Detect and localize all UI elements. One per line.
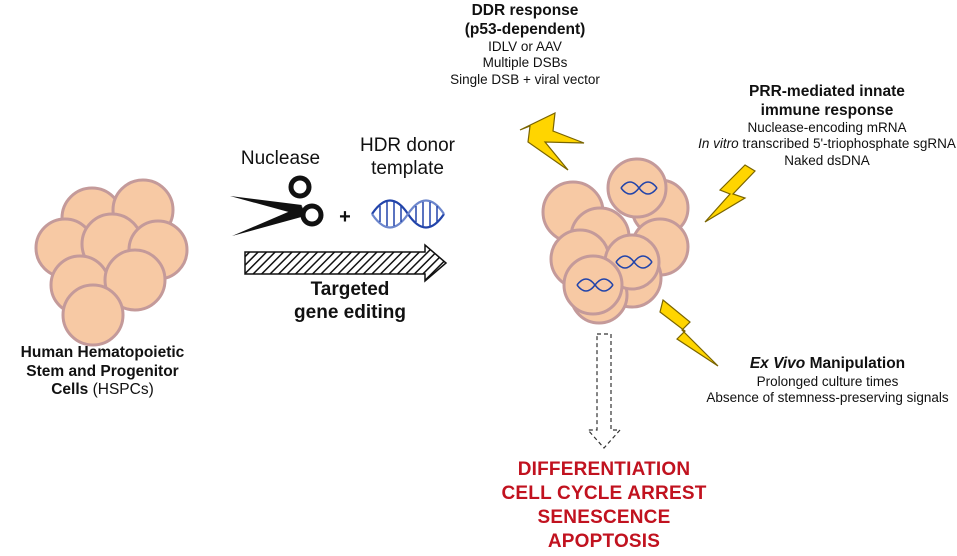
outcome-item: APOPTOSIS: [547, 531, 661, 553]
hspc-label: Human Hematopoietic Stem and Progenitor …: [20, 344, 185, 399]
dna-helix-icon: [371, 199, 445, 229]
exvivo-lightning-bolt-icon: [659, 298, 719, 367]
ddr-item: Multiple DSBs: [482, 55, 568, 71]
ddr-response-block: DDR response (p53-dependent) IDLV or AAV…: [425, 2, 625, 88]
exvivo-block: Ex Vivo Manipulation Prolonged culture t…: [700, 355, 955, 406]
prr-lightning-bolt-icon: [704, 164, 756, 223]
ddr-title: DDR response: [471, 2, 579, 19]
prr-item: In vitro transcribed 5'-triophosphate sg…: [698, 136, 956, 152]
prr-title: PRR-mediated innate: [749, 83, 905, 100]
targeted-editing-label: Targeted gene editing: [294, 279, 406, 323]
prr-subtitle: immune response: [760, 101, 894, 119]
prr-item: Nuclease-encoding mRNA: [747, 120, 907, 136]
ddr-subtitle: (p53-dependent): [464, 20, 586, 38]
edited-cell-cluster: [541, 157, 690, 325]
exvivo-item: Prolonged culture times: [756, 373, 899, 389]
targeted-editing-arrow: [244, 243, 448, 283]
ddr-lightning-bolt-icon: [519, 111, 585, 171]
outcome-dashed-arrow: [586, 333, 622, 449]
ddr-item: IDLV or AAV: [488, 39, 562, 55]
scissors-icon: [230, 175, 324, 236]
prr-response-block: PRR-mediated innate immune response Nucl…: [697, 83, 957, 169]
nuclease-label: Nuclease: [240, 148, 321, 169]
ddr-item: Single DSB + viral vector: [450, 71, 600, 87]
outcome-item: SENESCENCE: [537, 507, 671, 529]
prr-item: Naked dsDNA: [784, 152, 870, 168]
outcome-item: DIFFERENTIATION: [517, 459, 691, 480]
exvivo-item: Absence of stemness-preserving signals: [706, 389, 949, 405]
exvivo-title: Ex Vivo Manipulation: [749, 355, 906, 372]
plus-sign: +: [339, 206, 351, 228]
hdr-donor-label: HDR donor template: [359, 135, 456, 179]
hspc-cell-cluster: [34, 178, 189, 347]
edited-cell-dna-icons: [576, 181, 658, 292]
outcomes-list: DIFFERENTIATION CELL CYCLE ARREST SENESC…: [470, 458, 738, 555]
outcome-item: CELL CYCLE ARREST: [501, 483, 707, 505]
